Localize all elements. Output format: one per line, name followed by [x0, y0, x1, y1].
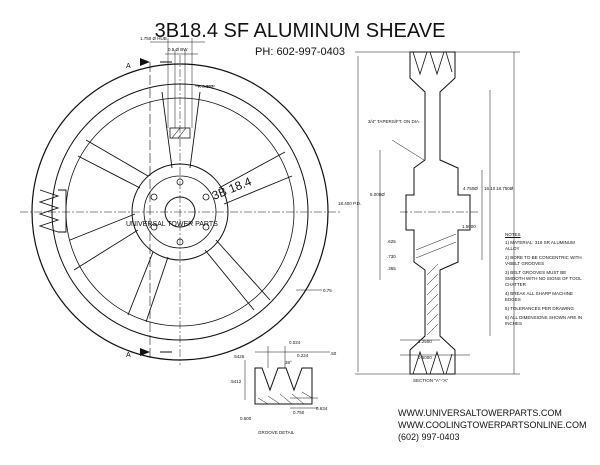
note-item: 6) ALL DIMENSIONS SHOWN ARE IN INCHES	[505, 315, 583, 326]
dim-w1: 1.2500	[418, 339, 432, 344]
dim-w2: 0.5000	[418, 355, 432, 360]
groove-dim-b: 0.224	[297, 353, 309, 358]
dim-d1: 5.000Ø	[370, 192, 385, 197]
groove-dim-a: 0.024	[289, 340, 301, 345]
hub-label: 1.750 Ø HUB	[140, 36, 167, 41]
groove-detail-view	[244, 346, 330, 409]
dim-l1: .625	[387, 239, 396, 244]
groove-left-a: .5426	[233, 354, 245, 359]
contact-phone: (602) 997-0403	[398, 432, 460, 442]
section-arrow-top	[140, 58, 150, 66]
section-caption: SECTION "A"-"A"	[413, 378, 449, 383]
drawing-title: 3B18.4 SF ALUMINUM SHEAVE	[154, 20, 446, 42]
groove-left-b: .5412	[230, 379, 242, 384]
groove-dim-e: 0.500	[240, 416, 252, 421]
section-mark-bottom: A	[126, 352, 131, 359]
notes-heading: NOTES	[505, 232, 521, 237]
watermark: UNIVERSAL TOWER PARTS	[126, 221, 218, 228]
groove-top-dim: .50	[330, 351, 337, 356]
header-phone: PH: 602-997-0403	[255, 46, 345, 58]
groove-caption: GROOVE DETAIL	[258, 430, 295, 435]
note-item: 3) BELT GROOVES MUST BE SMOOTH WITH NO S…	[505, 270, 582, 287]
note-item: 5) TOLERANCES PER DRAWING	[505, 306, 574, 311]
groove-dim-d: 0.634	[316, 406, 328, 411]
note-item: 1) MATERIAL: 319 SR ALUMINUM ALLOY	[505, 240, 575, 251]
note-item: 2) BORE TO BE CONCENTRIC WITH V-BELT GRO…	[505, 255, 582, 266]
sheave-front-view	[20, 38, 340, 365]
rim-dim: 0.75	[323, 288, 332, 293]
website-link-2: WWW.COOLINGTOWERPARTSONLINE.COM	[398, 420, 587, 430]
taper-label: 3/4" TAPERS/FT. ON DIA.	[368, 119, 420, 124]
dim-d4: 18.750Ø	[496, 186, 514, 191]
keyway-label: K 0.363	[198, 84, 214, 89]
contact-block: WWW.UNIVERSALTOWERPARTS.COM WWW.COOLINGT…	[398, 407, 587, 443]
section-aa-view	[355, 51, 520, 375]
sheave-marking: 3B 18.4	[210, 174, 254, 203]
notes-panel: NOTES 1) MATERIAL: 319 SR ALUMINUM ALLOY…	[505, 232, 585, 330]
website-link-1: WWW.UNIVERSALTOWERPARTS.COM	[398, 408, 562, 418]
note-item: 4) BREAK ALL SHARP MACHINE EDGES	[505, 291, 574, 302]
bore-label: 0.5 Ø BW	[168, 47, 188, 52]
pd-label: 18.400 P.D.	[338, 201, 361, 206]
dim-l3: .365	[387, 266, 396, 271]
groove-angle: 38°	[285, 360, 292, 365]
dim-d3: 16.10	[484, 186, 496, 191]
dim-h1: 1.5000	[462, 224, 476, 229]
dim-l2: .730	[387, 254, 396, 259]
groove-dim-c: 0.750	[293, 410, 305, 415]
section-arrow-bottom	[140, 348, 150, 356]
section-mark-top: A	[126, 63, 131, 70]
dim-d2: 4.750Ø	[463, 186, 478, 191]
